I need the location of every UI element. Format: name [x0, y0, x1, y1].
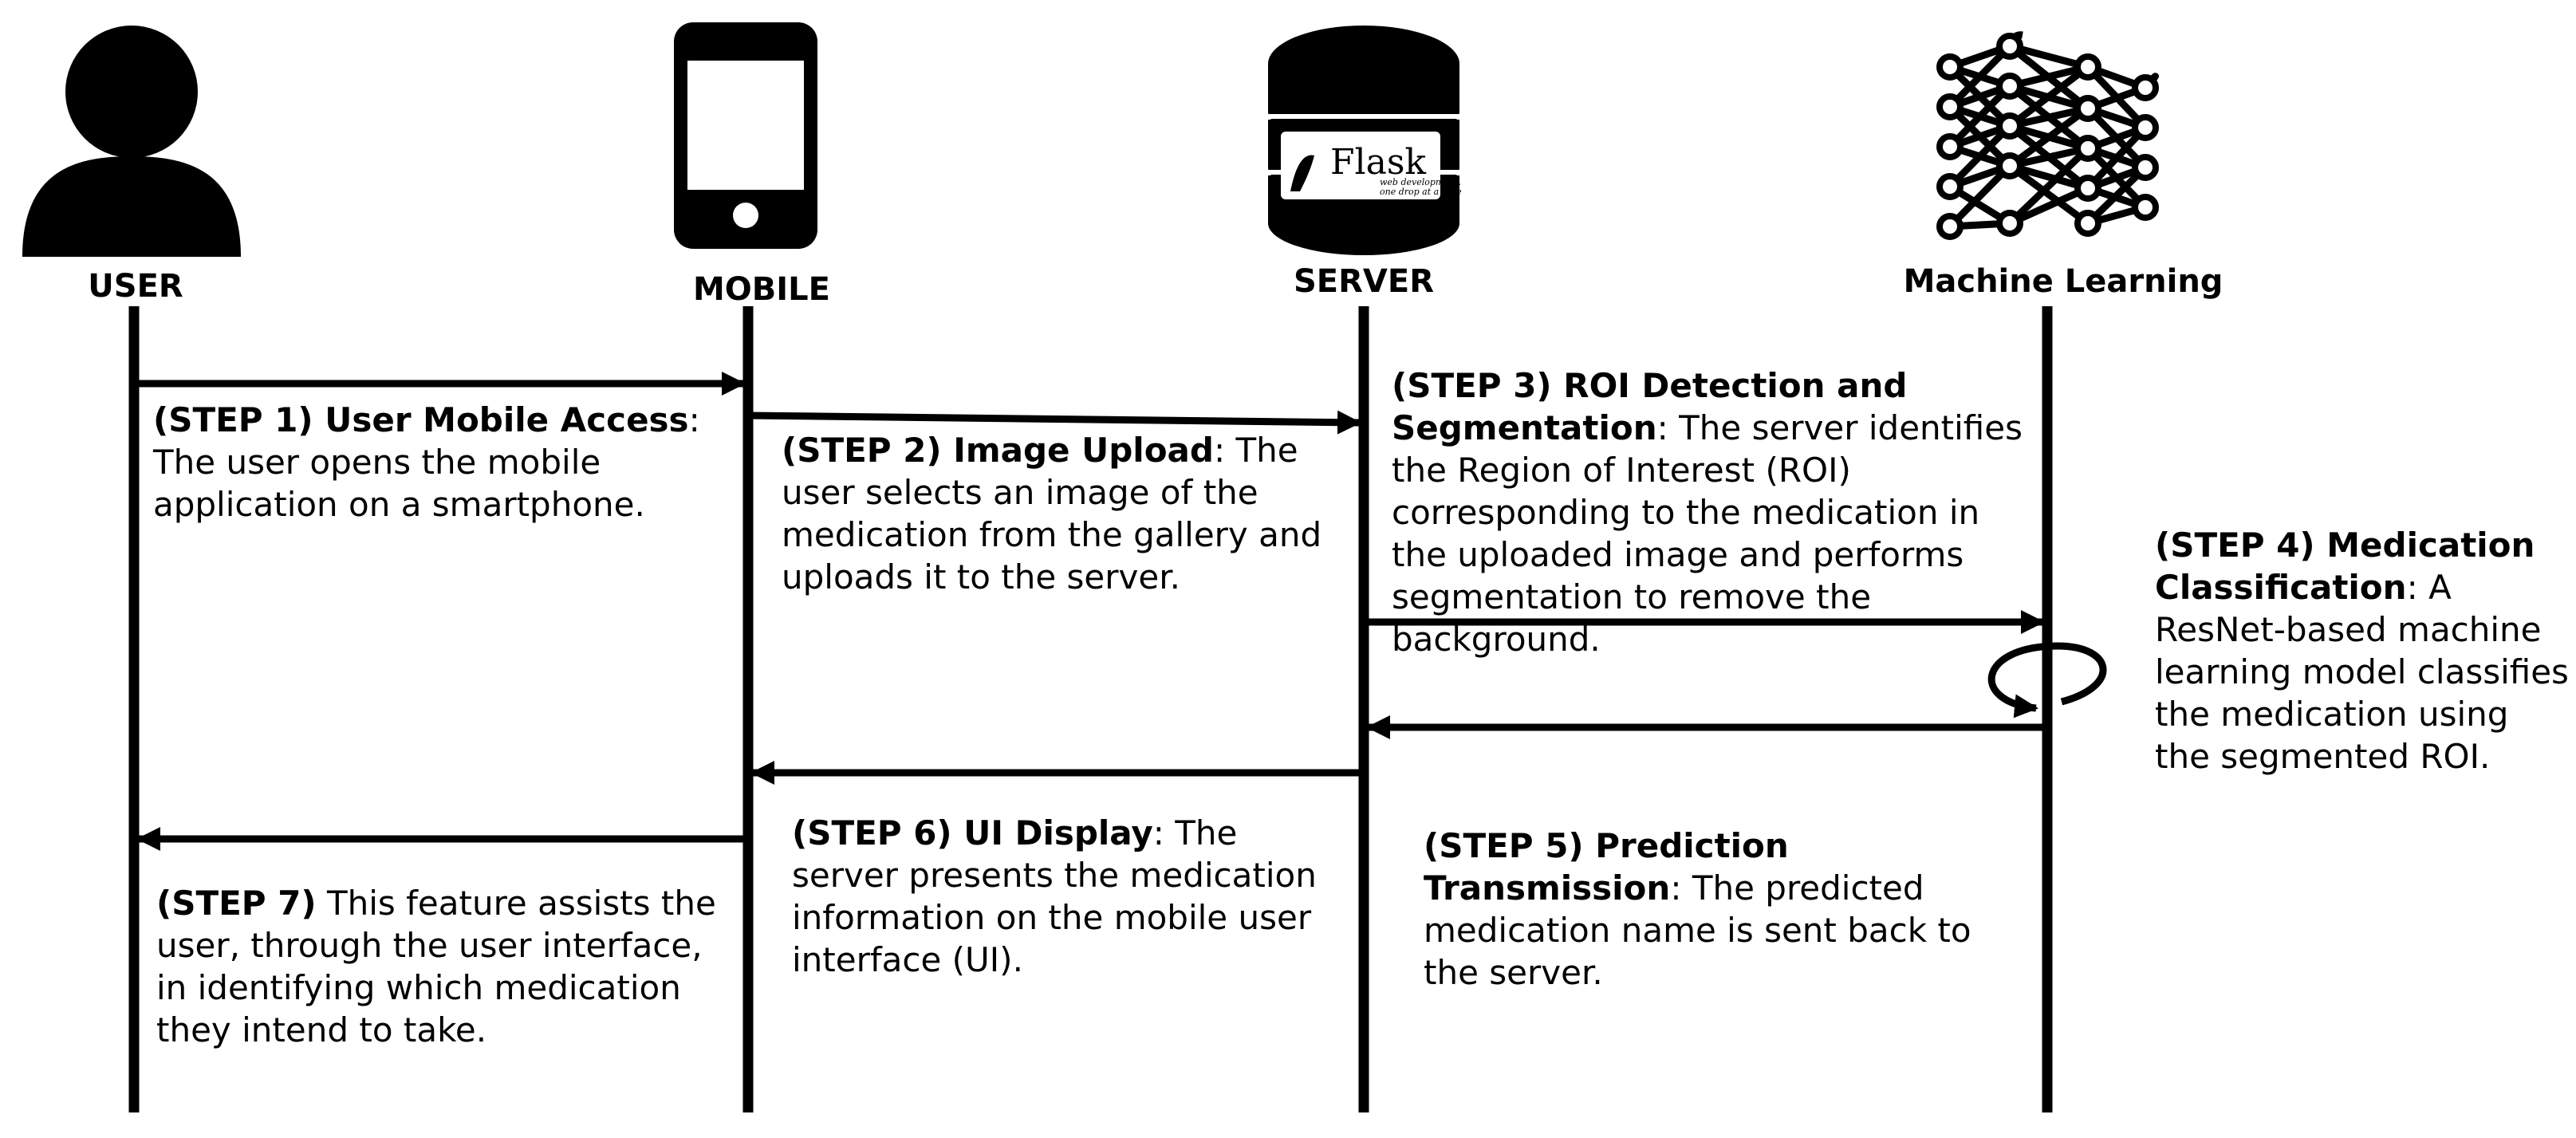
step6-description: (STEP 6) UI Display: The server presents… — [792, 812, 1350, 981]
step5-text: : The predicted medication name is sent … — [1424, 868, 1971, 992]
step5-description: (STEP 5) Prediction Transmission: The pr… — [1424, 825, 2010, 994]
actor-label-server: SERVER — [1294, 263, 1434, 300]
step2-title: (STEP 2) Image Upload — [782, 431, 1214, 470]
flask-tagline-2: one drop at a time — [1380, 187, 1462, 197]
step3-title: (STEP 3) ROI Detection and Segmentation — [1392, 366, 1908, 447]
arrow-step2 — [747, 410, 1361, 435]
step1-description: (STEP 1) User Mobile Access: The user op… — [153, 399, 727, 526]
step6-text: : The server presents the medication inf… — [792, 813, 1317, 979]
step7-title: (STEP 7) — [156, 884, 317, 923]
flask-horn-icon — [1290, 155, 1314, 191]
flask-logo-text: Flask — [1330, 142, 1426, 183]
actor-label-mobile: MOBILE — [693, 271, 830, 308]
arrow-step4-self-loop — [1987, 642, 2107, 719]
step6-title: (STEP 6) UI Display — [792, 813, 1153, 853]
step1-text: : The user opens the mobile application … — [153, 400, 700, 524]
actor-label-user: USER — [88, 268, 183, 305]
database-server-icon: Flask web development, one drop at a tim… — [1268, 26, 1462, 255]
flask-tagline-1: web development, — [1380, 177, 1461, 187]
neural-network-icon — [1936, 31, 2159, 240]
person-icon — [22, 26, 241, 257]
step2-text: : The user selects an image of the medic… — [782, 431, 1322, 597]
actor-label-ml: Machine Learning — [1904, 263, 2223, 300]
step2-description: (STEP 2) Image Upload: The user selects … — [782, 429, 1340, 598]
step1-title: (STEP 1) User Mobile Access — [153, 400, 689, 439]
step7-text: This feature assists the user, through t… — [156, 884, 716, 1049]
step5-title: (STEP 5) Prediction Transmission — [1424, 826, 1789, 908]
step4-description: (STEP 4) Medication Classification: A Re… — [2155, 524, 2570, 778]
smartphone-icon — [674, 22, 817, 249]
step7-description: (STEP 7) This feature assists the user, … — [156, 882, 731, 1051]
step4-text: : A ResNet-based machine learning model … — [2155, 568, 2569, 776]
step3-description: (STEP 3) ROI Detection and Segmentation:… — [1392, 364, 2042, 660]
step4-title: (STEP 4) Medication Classification — [2155, 526, 2535, 607]
step3-text: : The server identifies the Region of In… — [1392, 408, 2023, 659]
